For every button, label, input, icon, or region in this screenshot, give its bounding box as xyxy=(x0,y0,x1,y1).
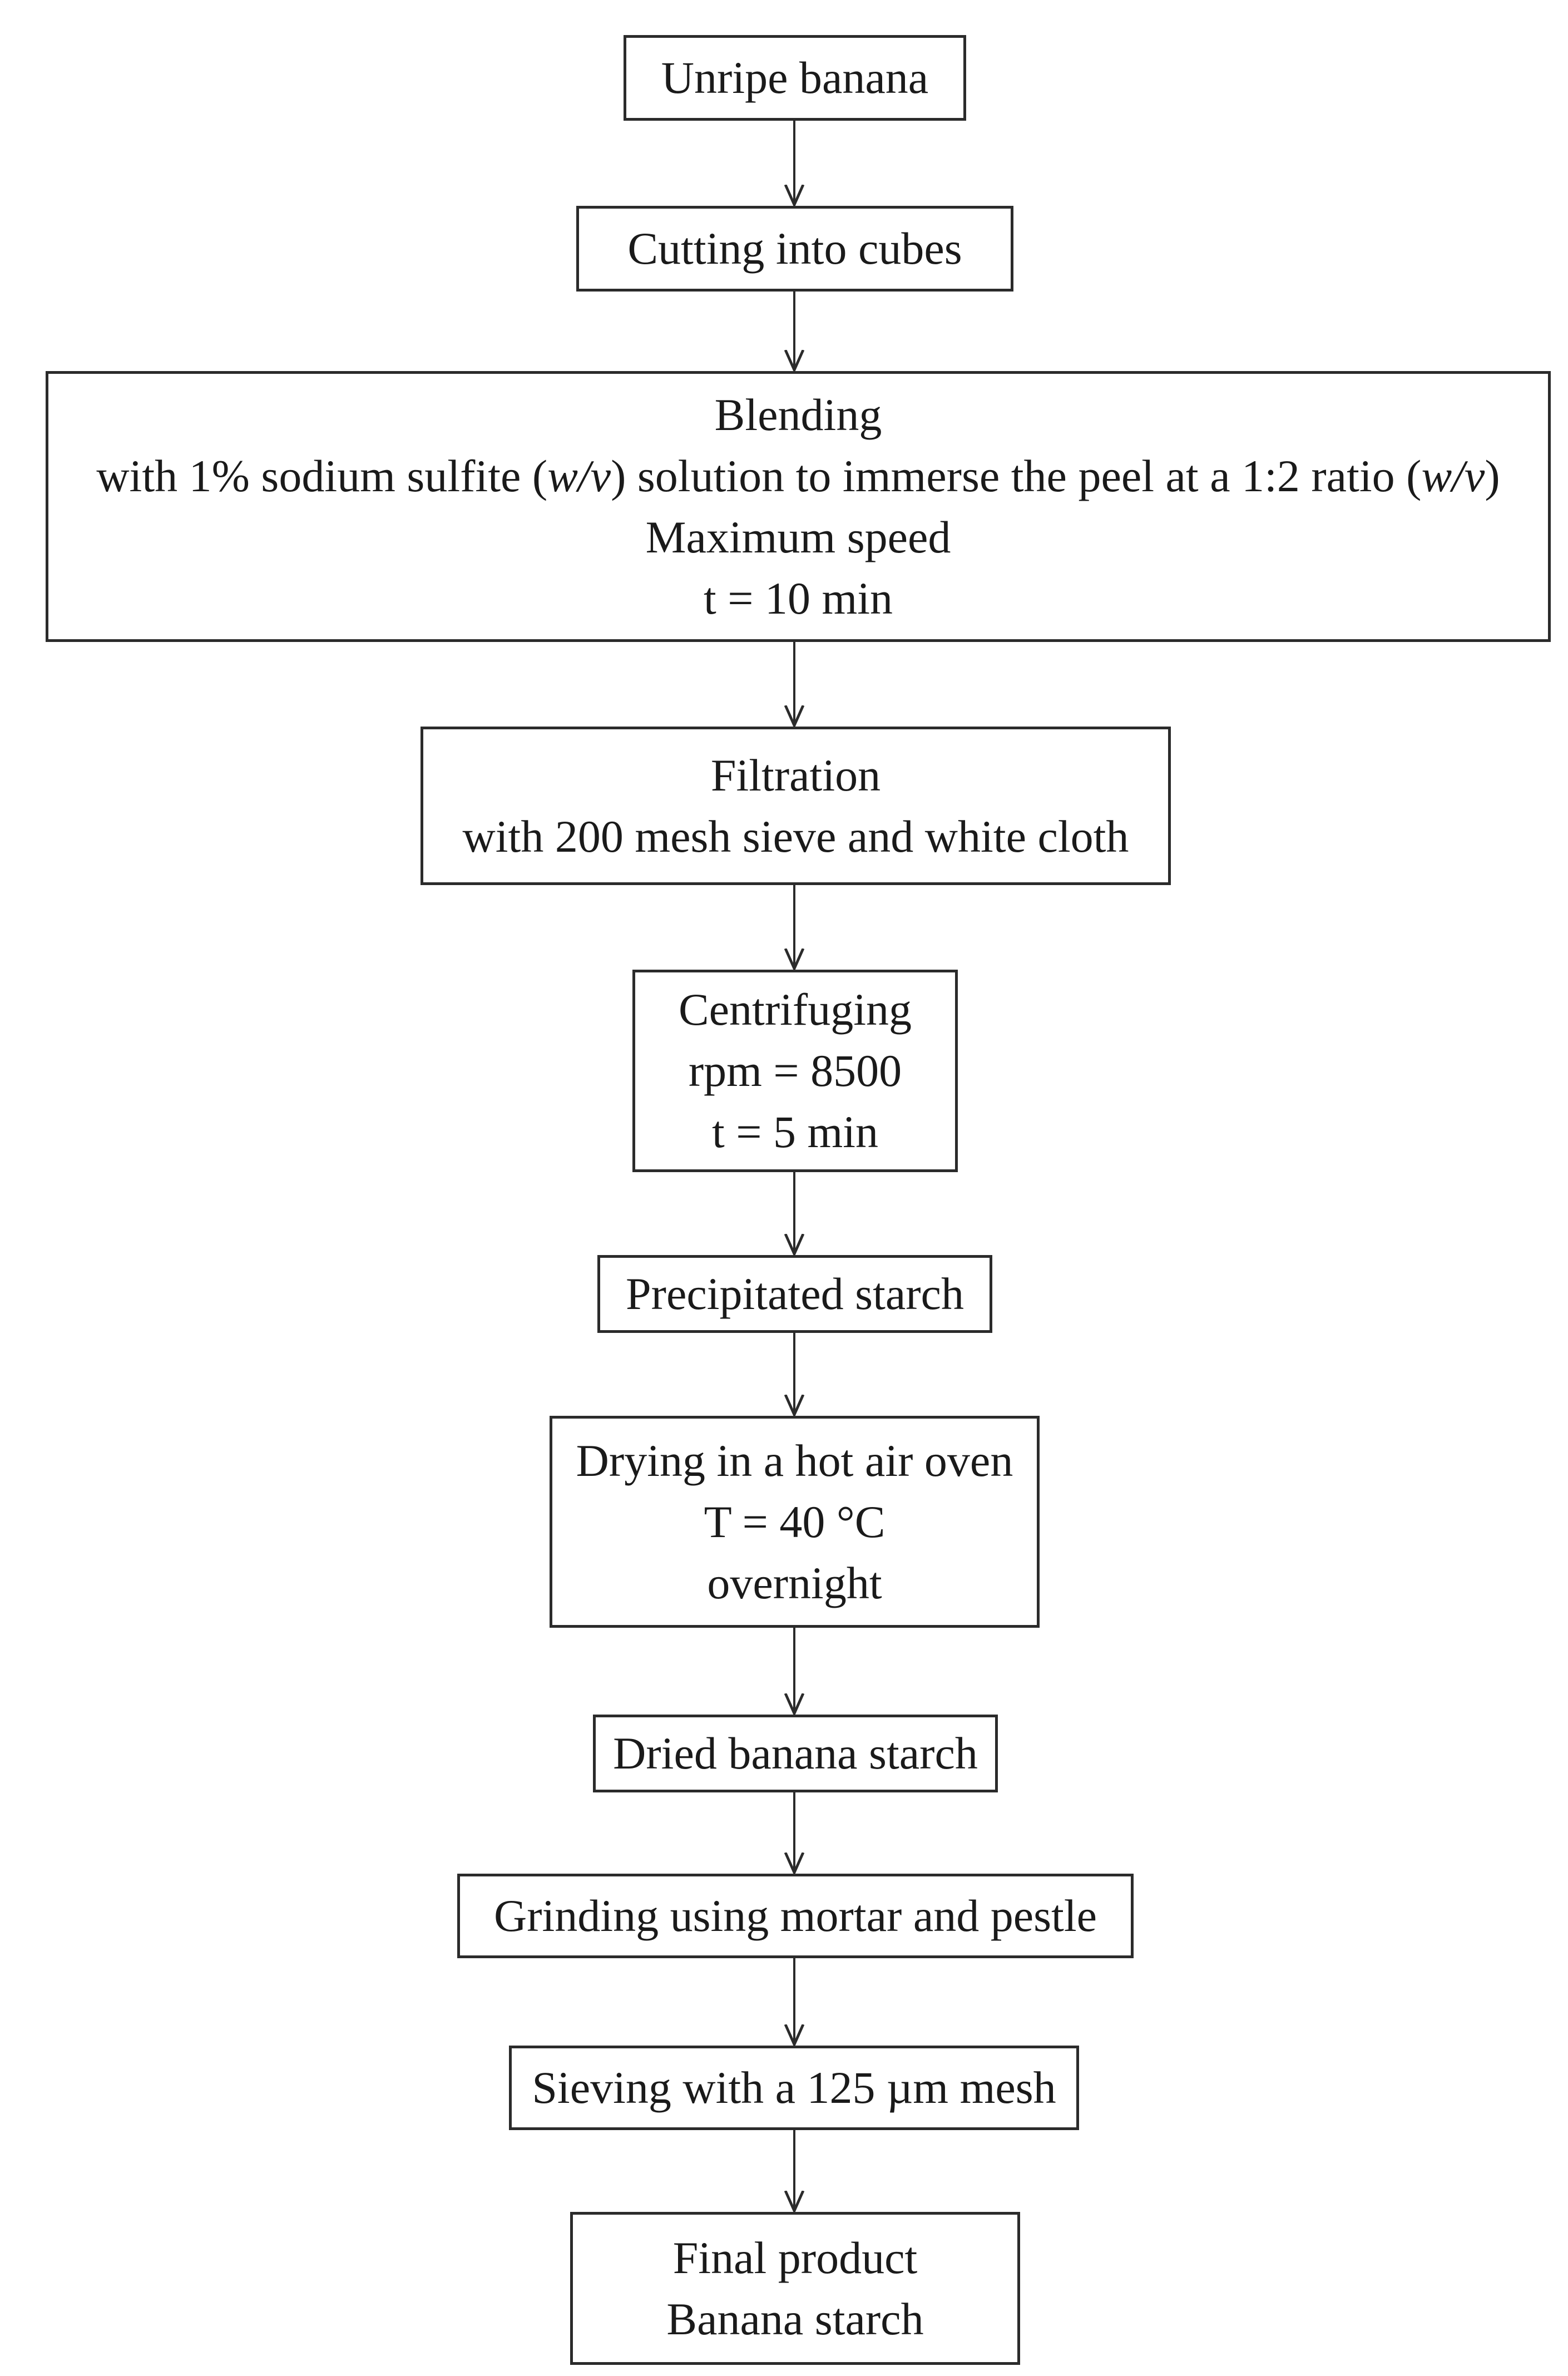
step-blending: Blending with 1% sodium sulfite (w/v) so… xyxy=(46,371,1551,642)
step-centrifuging: Centrifuging rpm = 8500 t = 5 min xyxy=(632,970,958,1172)
step-detail: with 200 mesh sieve and white cloth xyxy=(462,811,1129,862)
step-detail-temperature: T = 40 °C xyxy=(704,1496,886,1547)
step-detail: Banana starch xyxy=(666,2293,924,2344)
step-label: Grinding using mortar and pestle xyxy=(493,1890,1097,1941)
step-final-product: Final product Banana starch xyxy=(570,2212,1020,2365)
step-detail-time: t = 10 min xyxy=(703,572,893,624)
step-filtration: Filtration with 200 mesh sieve and white… xyxy=(421,727,1171,885)
step-title: Blending xyxy=(714,389,882,440)
step-detail-sulfite: with 1% sodium sulfite (w/v) solution to… xyxy=(96,450,1500,501)
step-unripe-banana: Unripe banana xyxy=(624,35,966,121)
step-title: Drying in a hot air oven xyxy=(576,1435,1013,1486)
step-title: Final product xyxy=(672,2232,918,2283)
step-precipitated-starch: Precipitated starch xyxy=(597,1255,992,1333)
step-title: Centrifuging xyxy=(678,984,912,1035)
step-drying: Drying in a hot air oven T = 40 °C overn… xyxy=(550,1416,1040,1628)
step-detail-time: t = 5 min xyxy=(711,1107,879,1157)
step-label: Sieving with a 125 µm mesh xyxy=(532,2062,1056,2113)
step-label: Dried banana starch xyxy=(613,1728,978,1779)
step-label: Precipitated starch xyxy=(626,1268,964,1319)
step-grinding: Grinding using mortar and pestle xyxy=(457,1874,1134,1958)
step-label: Cutting into cubes xyxy=(627,223,962,274)
step-detail-duration: overnight xyxy=(707,1557,882,1608)
step-sieving: Sieving with a 125 µm mesh xyxy=(509,2046,1079,2130)
step-detail-speed: Maximum speed xyxy=(645,511,951,562)
step-title: Filtration xyxy=(710,749,881,801)
step-dried-banana-starch: Dried banana starch xyxy=(593,1715,998,1792)
step-cutting-into-cubes: Cutting into cubes xyxy=(576,206,1013,292)
step-label: Unripe banana xyxy=(661,52,929,103)
step-detail-rpm: rpm = 8500 xyxy=(688,1045,902,1096)
